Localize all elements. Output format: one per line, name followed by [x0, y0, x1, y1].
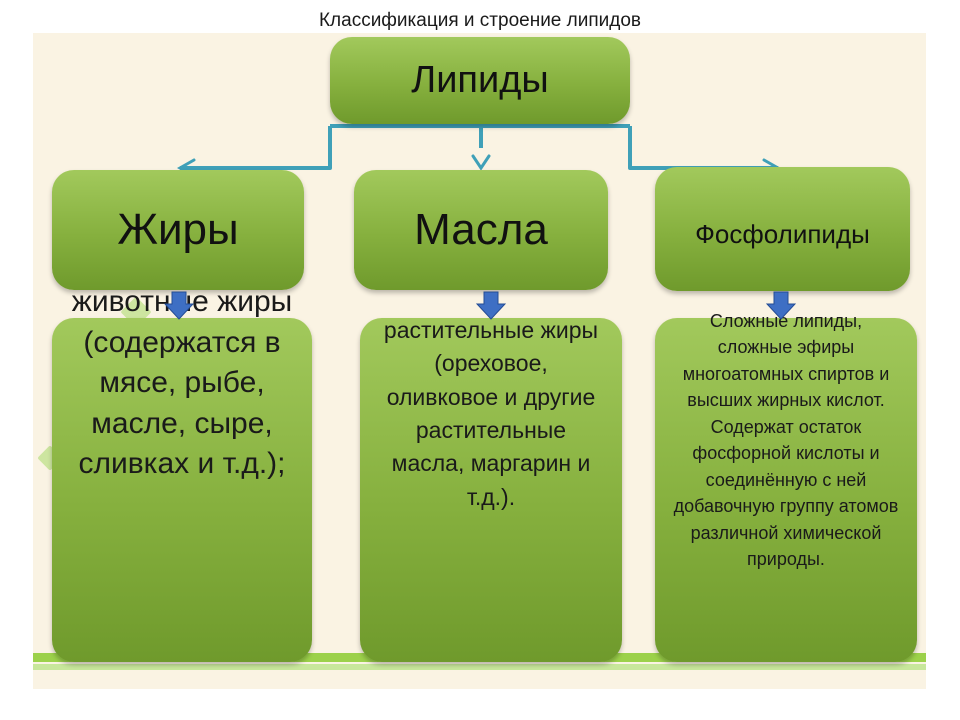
category-node-oils: Масла [354, 170, 608, 290]
root-node-label: Липиды [411, 59, 549, 101]
category-node-fats: Жиры [52, 170, 304, 290]
down-arrow-icon-phospholipids [766, 291, 796, 320]
description-fats: животные жиры (содержатся в мясе, рыбе, … [71, 285, 293, 480]
description-phospholipids: Сложные липиды, сложные эфиры многоатомн… [673, 311, 899, 570]
down-arrow-icon-fats [164, 291, 194, 320]
decorative-stripe-light [33, 664, 926, 670]
root-node-lipids: Липиды [330, 37, 630, 124]
description-box-fats [52, 318, 312, 662]
page-title: Классификация и строение липидов [318, 10, 642, 31]
description-box-phospholipids [655, 318, 917, 662]
category-node-phospholipids: Фосфолипиды [655, 167, 910, 291]
description-box-oils [360, 318, 622, 662]
description-oils: растительные жиры (ореховое, оливковое и… [383, 317, 599, 510]
category-fats-label: Жиры [117, 205, 239, 254]
category-phospholipids-label: Фосфолипиды [695, 219, 870, 249]
category-oils-label: Масла [414, 205, 548, 254]
down-arrow-icon-oils [476, 291, 506, 320]
